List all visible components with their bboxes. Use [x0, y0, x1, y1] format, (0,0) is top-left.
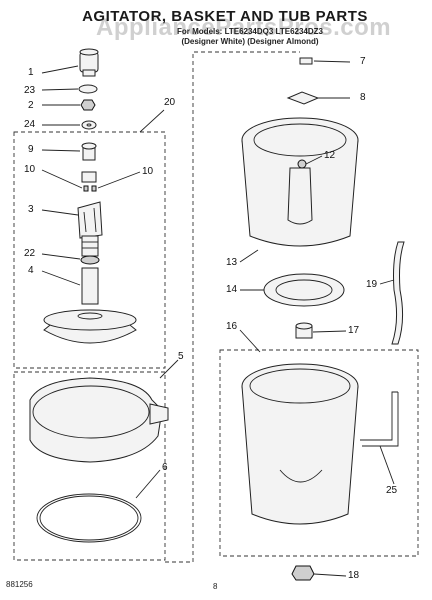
leader-10b — [97, 171, 141, 189]
leader-9 — [41, 149, 81, 152]
leader-19 — [379, 279, 395, 285]
callout-1: 1 — [28, 67, 34, 78]
coupling-part — [80, 255, 100, 265]
callout-23: 23 — [24, 85, 36, 96]
leader-18 — [313, 573, 347, 577]
washer-part — [81, 120, 97, 130]
wash-basket-part — [241, 117, 359, 247]
leader-17 — [312, 330, 347, 333]
leader-4 — [41, 270, 81, 286]
document-number: 881256 — [6, 580, 33, 589]
callout-17: 17 — [348, 325, 360, 336]
callout-10-right: 10 — [142, 166, 154, 177]
leader-1 — [41, 65, 79, 74]
leader-5 — [159, 359, 179, 379]
callout-8: 8 — [360, 92, 366, 103]
callout-12: 12 — [324, 150, 336, 161]
model-line: For Models: LTE6234DQ3 LTE6234DZ3 — [177, 27, 323, 36]
leader-20 — [139, 109, 165, 133]
callout-16: 16 — [226, 321, 238, 332]
leader-25 — [379, 445, 395, 485]
page-number: 8 — [213, 582, 218, 591]
callout-20: 20 — [164, 97, 176, 108]
leader-13 — [239, 249, 259, 263]
callout-24: 24 — [24, 119, 36, 130]
agitator-base-part — [43, 267, 137, 344]
leader-22 — [41, 253, 81, 260]
diagram-title: AGITATOR, BASKET AND TUB PARTS — [82, 8, 368, 25]
callout-19: 19 — [366, 279, 378, 290]
leader-23 — [41, 88, 79, 91]
nut-part — [286, 91, 320, 105]
snap-ring-part — [36, 493, 142, 543]
clip-part — [299, 57, 313, 65]
basket-drive-gear-part — [263, 273, 345, 307]
callout-5: 5 — [178, 351, 184, 362]
transmission-part — [81, 235, 99, 257]
callout-2: 2 — [28, 100, 34, 111]
callout-13: 13 — [226, 257, 238, 268]
agitator-cap-part — [79, 48, 99, 77]
leader-12 — [305, 155, 323, 165]
watermark-text: AppliancePartsPros.com — [96, 14, 392, 41]
leader-6 — [135, 469, 161, 499]
dogs-part — [81, 171, 97, 192]
callout-14: 14 — [226, 284, 238, 295]
callout-9: 9 — [28, 144, 34, 155]
hose-part — [360, 391, 399, 447]
leader-7 — [313, 60, 351, 63]
leader-16 — [239, 329, 261, 353]
callout-22: 22 — [24, 248, 36, 259]
seal-ring-part — [78, 84, 98, 94]
callout-18: 18 — [348, 570, 360, 581]
cap-insert-part — [81, 142, 97, 161]
bolt-part — [80, 99, 96, 111]
connector-line — [192, 51, 300, 562]
callout-4: 4 — [28, 265, 34, 276]
callout-6: 6 — [162, 462, 168, 473]
seal-hub-part — [295, 322, 313, 339]
balance-ring-part — [29, 377, 169, 463]
variant-line: (Designer White) (Designer Almond) — [181, 37, 319, 46]
tub-ring-part — [391, 241, 405, 345]
leader-3 — [41, 209, 79, 216]
callout-7: 7 — [360, 56, 366, 67]
leader-10a — [41, 169, 83, 189]
basket-ring-boundary — [13, 371, 166, 561]
agitator-assembly-boundary — [13, 131, 166, 369]
callout-10-left: 10 — [24, 164, 36, 175]
callout-3: 3 — [28, 204, 34, 215]
callout-25: 25 — [386, 485, 398, 496]
outer-tub-part — [241, 363, 359, 525]
cam-part — [77, 201, 103, 239]
drain-nut-part — [291, 565, 315, 581]
